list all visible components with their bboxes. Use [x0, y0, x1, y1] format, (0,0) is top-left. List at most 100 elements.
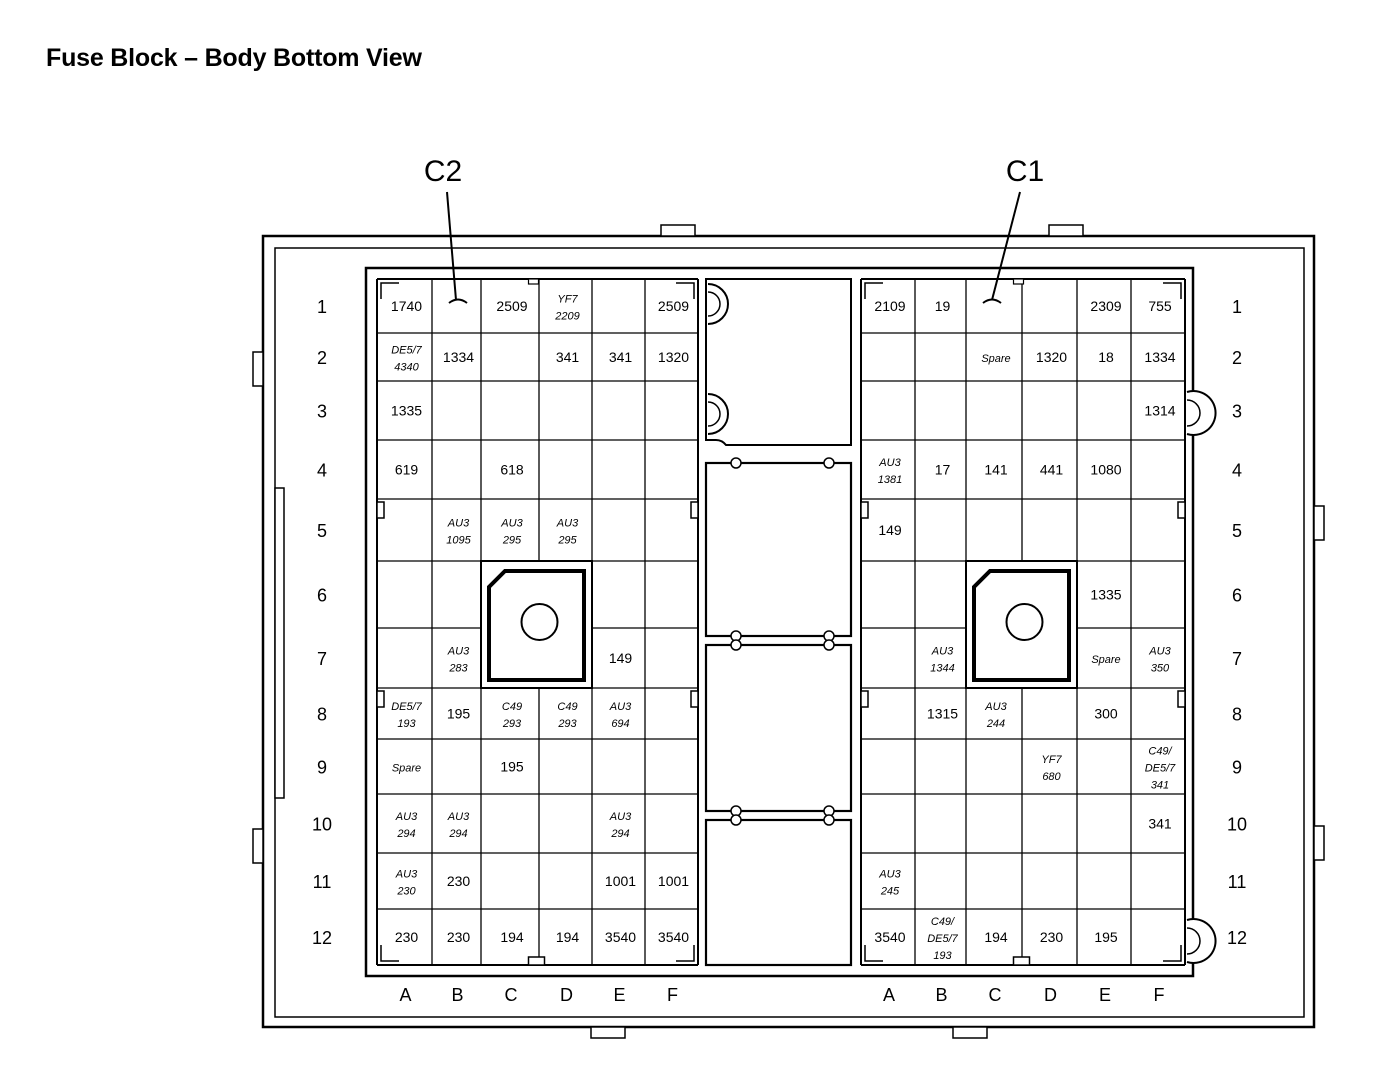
c2-cavity-label: 295: [557, 535, 577, 547]
column-label: D: [1044, 985, 1057, 1005]
c2-cavity-label: AU3: [556, 518, 579, 530]
pin-one-marker-icon: [448, 298, 468, 304]
c1-cavity-label: YF7: [1041, 754, 1062, 766]
c2-cavity-label: 230: [395, 929, 419, 945]
c2-cavity-label: 1335: [391, 403, 422, 419]
c2-cavity-label: AU3: [395, 869, 418, 881]
c1-cavity-label: 2109: [874, 298, 905, 314]
c1-cavity-label: DE5/7: [1145, 763, 1176, 775]
c2-cavity-label: YF7: [557, 294, 578, 306]
c2-cavity-label: AU3: [609, 701, 632, 713]
c1-cavity-label: AU3: [931, 646, 954, 658]
c1-cavity-label: AU3: [1148, 646, 1171, 658]
c2-cavity-label: 618: [500, 462, 524, 478]
column-label: A: [399, 985, 411, 1005]
c2-cavity-label: AU3: [447, 811, 470, 823]
column-label: E: [1099, 985, 1111, 1005]
c2-cavity-label: 619: [395, 462, 419, 478]
c2-cavity-label: 294: [610, 828, 629, 840]
c2-cavity-label: 293: [502, 718, 522, 730]
row-label-left: 6: [317, 586, 327, 606]
c1-cavity-label: 2309: [1090, 298, 1121, 314]
c1-cavity-label: 1080: [1090, 462, 1121, 478]
column-label: F: [667, 985, 678, 1005]
c2-cavity-label: 4340: [394, 362, 419, 374]
c1-cavity-label: 195: [1094, 929, 1118, 945]
c2-cavity-label: 1334: [443, 349, 474, 365]
row-label-right: 2: [1232, 348, 1242, 368]
c2-cavity-label: 293: [557, 718, 577, 730]
c2-cavity-label: 195: [500, 759, 524, 775]
row-label-left: 5: [317, 521, 327, 541]
row-label-left: 12: [312, 928, 332, 948]
c1-cavity-label: 1314: [1144, 403, 1175, 419]
c2-cavity-label: 694: [611, 718, 629, 730]
c2-cavity-label: C49: [557, 701, 577, 713]
row-label-left: 4: [317, 461, 327, 481]
c2-cavity-label: 341: [556, 349, 580, 365]
c2-cavity-label: 1095: [446, 535, 471, 547]
column-label: B: [935, 985, 947, 1005]
c2-cavity-label: 2509: [496, 298, 527, 314]
c1-cavity-label: 18: [1098, 349, 1114, 365]
c2-cavity-label: 283: [448, 663, 468, 675]
c1-cavity-label: 755: [1148, 298, 1172, 314]
c2-cavity-label: 294: [448, 828, 467, 840]
c1-cavity-label: 680: [1042, 771, 1061, 783]
connector-callout-c1: C1: [1006, 155, 1044, 188]
row-label-right: 5: [1232, 521, 1242, 541]
c2-cavity-label: C49: [502, 701, 522, 713]
c2-cavity-label: AU3: [395, 811, 418, 823]
c2-cavity-label: 193: [397, 718, 416, 730]
c1-cavity-label: 230: [1040, 929, 1064, 945]
c2-cavity-label: 341: [609, 349, 633, 365]
c2-cavity-label: DE5/7: [391, 345, 422, 357]
row-label-right: 6: [1232, 586, 1242, 606]
housing-outer: [261, 234, 1316, 1029]
c2-cavity-label: AU3: [447, 518, 470, 530]
c2-cavity-label: DE5/7: [391, 701, 422, 713]
row-label-left: 1: [317, 297, 327, 317]
row-label-right: 7: [1232, 649, 1242, 669]
row-label-left: 10: [312, 815, 332, 835]
c1-cavity-label: AU3: [878, 457, 901, 469]
c2-cavity-label: 295: [502, 535, 522, 547]
c2-cavity-label: 2509: [658, 298, 689, 314]
c1-cavity-label: 149: [878, 522, 902, 538]
c1-cavity-label: Spare: [981, 353, 1010, 365]
row-label-left: 3: [317, 402, 327, 422]
c1-cavity-label: 441: [1040, 462, 1064, 478]
c2-cavity-label: 2209: [554, 311, 579, 323]
column-label: D: [560, 985, 573, 1005]
c2-cavity-label: 1001: [605, 873, 636, 889]
row-label-left: 2: [317, 348, 327, 368]
c2-cavity-label: 194: [556, 929, 580, 945]
housing-tabs: [252, 224, 1325, 1039]
c1-cavity-label: C49/: [1148, 746, 1172, 758]
c1-cavity-label: 1334: [1144, 349, 1175, 365]
connector-callout-c2: C2: [424, 155, 462, 188]
column-label: A: [883, 985, 895, 1005]
c1-cavity-label: 300: [1094, 706, 1118, 722]
c2-cavity-label: Spare: [392, 763, 421, 775]
c1-cavity-label: 350: [1151, 663, 1170, 675]
page-title: Fuse Block – Body Bottom View: [46, 44, 422, 72]
relay-cavities: [704, 278, 1217, 967]
c2-cavity-label: AU3: [609, 811, 632, 823]
c1-cavity-label: 1335: [1090, 587, 1121, 603]
row-label-right: 4: [1232, 461, 1242, 481]
c1-cavity-label: 141: [984, 462, 1008, 478]
c1-cavity-label: 1315: [927, 706, 958, 722]
c1-cavity-label: 194: [984, 929, 1008, 945]
c1-cavity-label: 17: [935, 462, 951, 478]
c1-cavity-label: 245: [880, 886, 900, 898]
c1-cavity-label: AU3: [984, 701, 1007, 713]
row-label-right: 3: [1232, 402, 1242, 422]
c1-cavity-label: 3540: [874, 929, 905, 945]
c1-cavity-label: 341: [1151, 780, 1169, 792]
c2-cavity-label: 194: [500, 929, 524, 945]
c1-cavity-label: 341: [1148, 816, 1172, 832]
